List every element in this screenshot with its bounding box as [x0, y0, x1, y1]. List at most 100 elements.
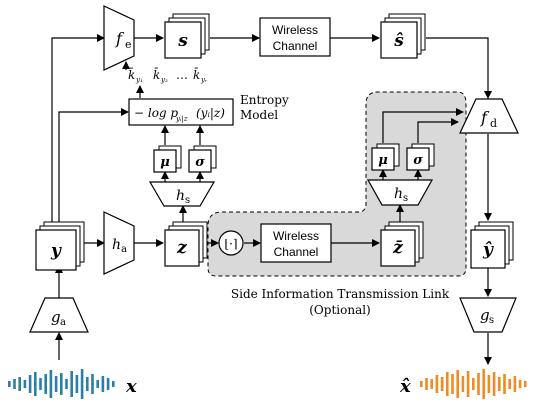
- k-sub-r: yᵣ: [200, 76, 208, 84]
- hs-right-block: h s: [366, 179, 434, 206]
- waveform-bar: [13, 379, 16, 389]
- k-label-1: k̄: [128, 66, 135, 82]
- waveform-bar: [96, 380, 99, 388]
- waveform-bar: [91, 374, 94, 394]
- gs-block: g s: [459, 297, 517, 333]
- latent-y-hat-stack: ŷ: [470, 221, 514, 269]
- sigma-right-label: σ: [413, 153, 423, 168]
- output-x-hat-label: x̂: [399, 376, 411, 397]
- waveform-bar: [60, 373, 63, 395]
- ha-label: h: [112, 237, 121, 253]
- waveform-bar: [54, 376, 58, 392]
- waveform-bar: [477, 373, 480, 395]
- waveform-bar: [49, 370, 53, 398]
- waveform-bar: [420, 381, 423, 387]
- latent-z-label: z: [176, 238, 187, 258]
- entropy-expr-sub: yᵢ|z: [175, 115, 188, 123]
- hs-right-sub: s: [403, 193, 408, 204]
- latent-z-bar-label: z̄: [392, 238, 403, 258]
- waveform-bar: [456, 370, 459, 398]
- wireless-side-line1: Wireless: [273, 229, 319, 243]
- gs-label: g: [480, 306, 490, 324]
- ga-block: g a: [29, 297, 89, 333]
- latent-s-hat-label: ŝ: [393, 31, 404, 51]
- k-sub-2: y₂: [160, 76, 168, 84]
- side-link-caption-line1: Side Information Transmission Link: [231, 287, 450, 301]
- encoder-fe-sub: e: [125, 38, 132, 51]
- waveform-bar: [86, 377, 89, 391]
- decoder-fd-sub: d: [490, 117, 497, 130]
- waveform-bar: [44, 374, 47, 394]
- latent-s-label: s: [177, 31, 188, 51]
- decoder-fd-block: f d: [459, 98, 519, 134]
- waveform-bar: [70, 371, 73, 397]
- waveform-bar: [524, 381, 527, 387]
- waveform-bar: [508, 379, 511, 389]
- entropy-expr-main: − log p: [134, 106, 178, 120]
- waveform-bar: [435, 375, 439, 393]
- waveform-bar: [80, 369, 84, 399]
- latent-y-hat-label: ŷ: [482, 240, 494, 260]
- hs-left-sub: s: [185, 195, 190, 206]
- entropy-label-line2: Model: [240, 108, 278, 122]
- hs-left-block: h s: [148, 181, 216, 207]
- entropy-label-line1: Entropy: [240, 93, 289, 107]
- waveform-bar: [440, 377, 444, 391]
- quantizer-block: ⌊·⌉: [218, 230, 244, 256]
- k-label-r: k̄: [193, 66, 200, 82]
- connections: [51, 34, 492, 365]
- hs-left-label: h: [176, 188, 185, 204]
- waveform-bar: [472, 378, 475, 390]
- waveform-bar: [28, 375, 32, 393]
- mu-right-label: μ: [378, 153, 388, 168]
- ga-sub: a: [60, 317, 66, 328]
- k-label-2: k̄: [153, 66, 160, 82]
- waveform-bar: [466, 371, 470, 397]
- mu-left-label: μ: [160, 155, 170, 170]
- wireless-channel-side: Wireless Channel: [260, 223, 332, 263]
- wireless-side-line2: Channel: [274, 245, 319, 259]
- wireless-top-line1: Wireless: [272, 23, 318, 37]
- waveform-bar: [430, 379, 433, 389]
- k-ellipsis: …: [176, 68, 188, 82]
- wireless-channel-top: Wireless Channel: [259, 17, 331, 57]
- waveform-bar: [482, 369, 485, 399]
- latent-z-stack: z: [164, 221, 208, 267]
- decoder-fd-label: f: [480, 108, 490, 127]
- mu-left-stack: μ: [153, 145, 182, 173]
- latent-z-bar-stack: z̄: [380, 221, 424, 267]
- sigma-left-label: σ: [195, 155, 205, 170]
- latent-s-hat-stack: ŝ: [380, 13, 426, 59]
- hs-right-label: h: [394, 186, 403, 202]
- waveform-bar: [513, 376, 517, 392]
- waveform-bar: [487, 375, 491, 393]
- output-waveform: [420, 369, 527, 399]
- waveform-bar: [23, 380, 27, 388]
- waveform-bar: [446, 372, 449, 396]
- waveform-bar: [8, 381, 11, 387]
- input-x-label: x: [125, 376, 137, 397]
- waveform-bar: [18, 377, 21, 391]
- waveform-bar: [503, 374, 506, 394]
- waveform-bar: [451, 374, 454, 394]
- waveform-bar: [461, 376, 465, 392]
- waveform-bar: [101, 376, 105, 392]
- gs-sub: s: [489, 315, 494, 326]
- input-waveform: [8, 369, 115, 399]
- encoder-fe-label: f: [115, 29, 125, 48]
- sigma-right-stack: σ: [406, 143, 435, 171]
- latent-y-label: y: [50, 241, 62, 261]
- waveform-bar: [65, 379, 68, 389]
- entropy-model-block: − log p yᵢ|z (yᵢ|z) Entropy Model: [128, 93, 289, 126]
- latent-y-stack: y: [35, 221, 85, 271]
- k-sub-1: y₁: [135, 76, 143, 84]
- ha-block: h a: [103, 211, 135, 275]
- ga-label: g: [51, 308, 61, 326]
- waveform-bar: [34, 372, 37, 396]
- entropy-expr-args: (yᵢ|z): [196, 106, 225, 120]
- waveform-bar: [39, 378, 42, 390]
- waveform-bar: [75, 375, 79, 393]
- waveform-bar: [492, 372, 496, 396]
